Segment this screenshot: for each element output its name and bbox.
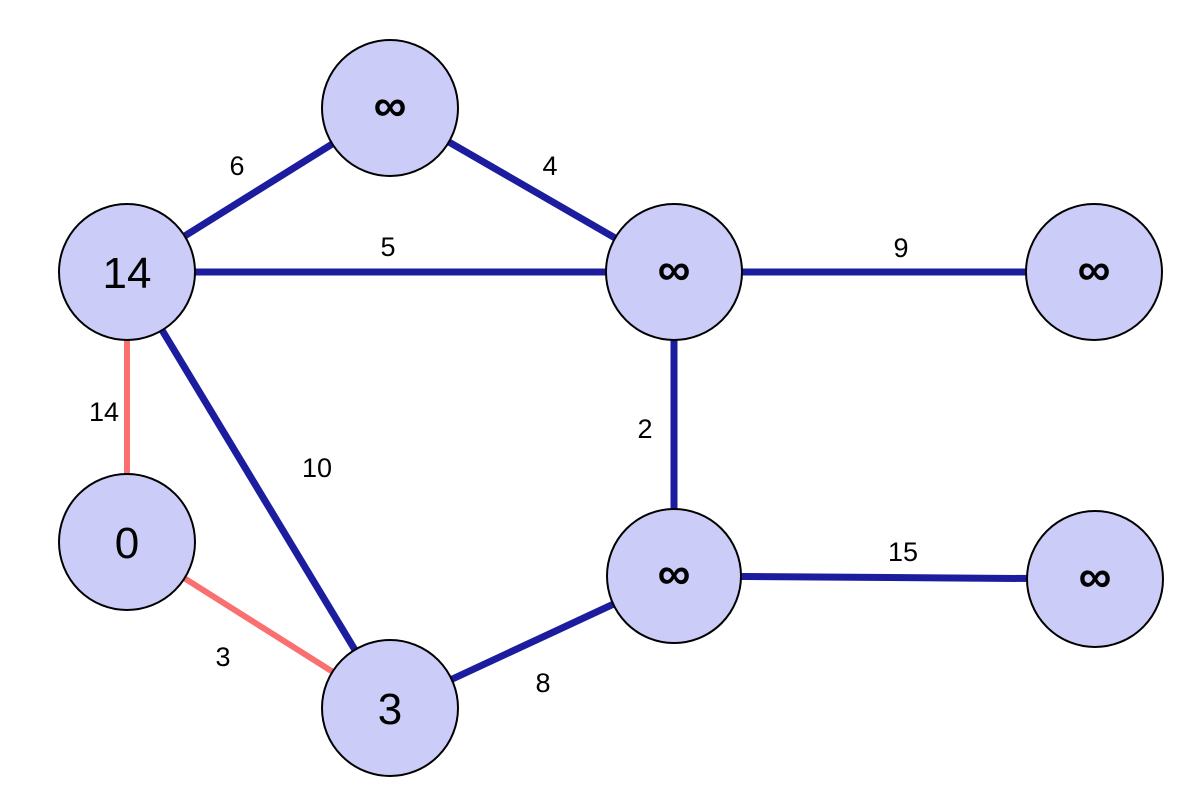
edge-weight-label-E-F: 3 [215,642,230,672]
edge-weight-label-A-C: 4 [542,151,557,181]
node-distance-label-H: ∞ [1079,550,1112,602]
graph-node-A[interactable]: ∞ [321,39,459,177]
edge-B-F [124,270,393,710]
edge-weight-label-B-E: 14 [89,397,119,427]
node-circle-B[interactable] [58,203,196,341]
graph-node-G[interactable]: ∞ [606,508,742,644]
node-circle-H[interactable] [1026,510,1164,648]
edge-weight-label-B-A: 6 [229,151,244,181]
node-distance-label-B: 14 [103,249,152,298]
graph-node-D[interactable]: ∞ [1025,203,1163,341]
node-circle-E[interactable] [58,473,196,611]
edge-weight-label-G-H: 15 [888,537,918,567]
graph-node-C[interactable]: ∞ [605,203,743,341]
node-circle-C[interactable] [605,203,743,341]
edge-weight-label-B-C: 5 [380,232,395,262]
node-distance-label-C: ∞ [658,243,691,295]
node-circle-A[interactable] [321,39,459,177]
edge-weight-label-C-G: 2 [637,414,652,444]
node-circle-G[interactable] [606,508,742,644]
node-distance-label-D: ∞ [1078,243,1111,295]
node-layer: ∞ 14 ∞ ∞ 0 3 ∞ ∞ [58,39,1164,777]
graph-node-F[interactable]: 3 [321,639,459,777]
edge-layer [124,104,1096,712]
edge-weight-label-B-F: 10 [302,453,332,483]
node-distance-label-G: ∞ [658,547,691,599]
node-distance-label-E: 0 [115,519,139,568]
node-circle-F[interactable] [321,639,459,777]
edge-weight-label-C-D: 9 [893,233,908,263]
graph-node-H[interactable]: ∞ [1026,510,1164,648]
graph-node-B[interactable]: 14 [58,203,196,341]
edge-label-layer: 6 4 5 9 2 14 10 3 8 15 [89,151,918,698]
edge-weight-label-F-G: 8 [535,668,550,698]
graph-node-E[interactable]: 0 [58,473,196,611]
node-distance-label-F: 3 [378,685,402,734]
node-distance-label-A: ∞ [374,79,407,131]
edge-G-H [673,572,1096,583]
node-circle-D[interactable] [1025,203,1163,341]
